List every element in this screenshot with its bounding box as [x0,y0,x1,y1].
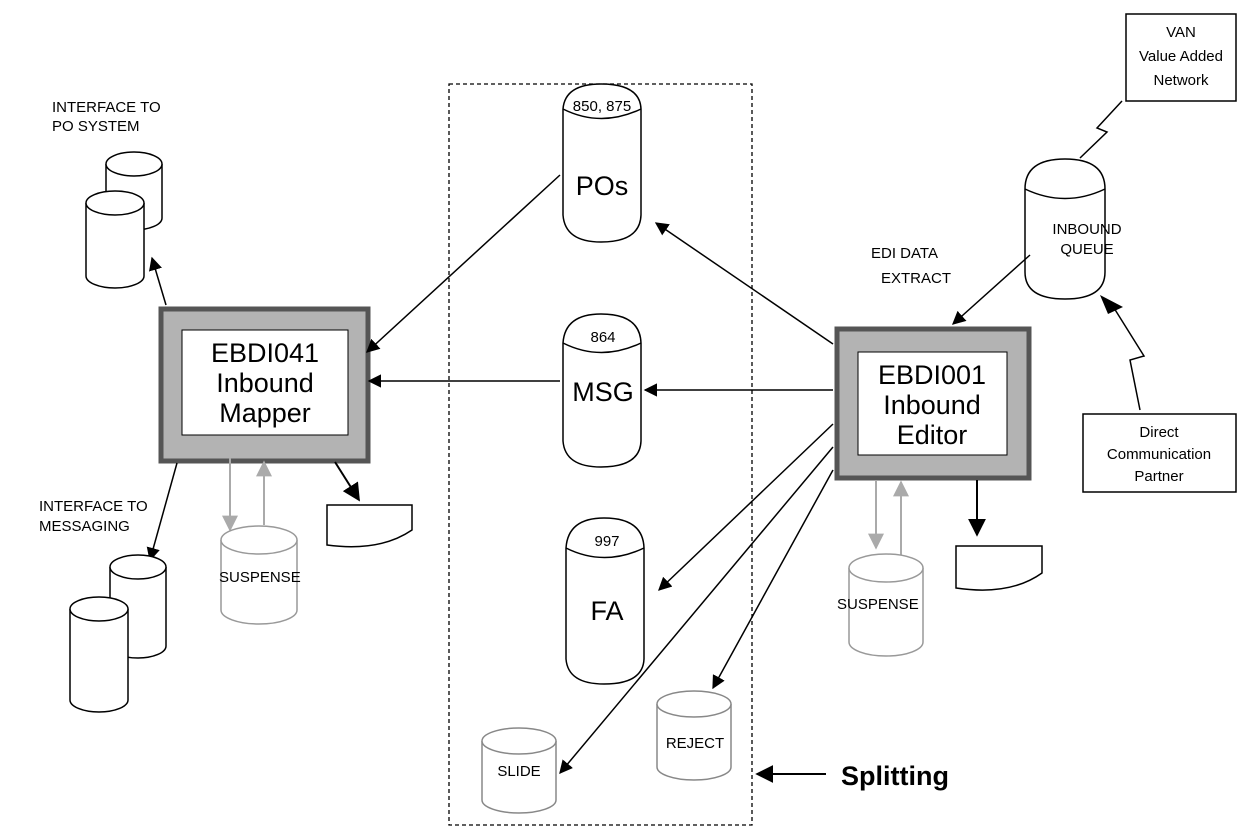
arrow-editor-to-fa [658,423,834,591]
van-line1: VAN [1166,24,1196,41]
arrow-mapper-to-po-system [148,256,167,306]
msg-name: MSG [572,377,634,407]
suspense-right-database [848,553,924,657]
msg-code: 864 [590,329,615,346]
suspense-left-database [220,525,298,625]
van-line3: Network [1153,72,1209,89]
van-line2: Value Added [1139,48,1223,65]
interface-po-label-line2: PO SYSTEM [52,118,140,135]
fa-code: 997 [594,533,619,550]
arrow-mapper-to-messaging [146,462,178,562]
messaging-database [69,554,167,713]
splitting-boundary [448,83,753,826]
arrow-pos-to-mapper [366,174,561,353]
pos-name: POs [576,171,629,201]
inbound-queue-line1: INBOUND [1052,221,1121,238]
splitting-label: Splitting [841,761,949,791]
editor-line1: EBDI001 [878,360,986,390]
van-to-queue-link [1079,100,1123,159]
editor-line3: Editor [897,420,968,450]
van-box: VAN Value Added Network [1125,13,1237,102]
suspense-right-label: SUSPENSE [837,596,919,613]
interface-msg-label-line2: MESSAGING [39,518,130,535]
report-left-document [326,504,413,548]
arrow-editor-to-slide [559,446,834,775]
inbound-editor-box: EBDI001 Inbound Editor [834,326,1032,481]
po-system-database [85,151,163,289]
slide-datastore [481,727,557,814]
pos-datastore [562,83,642,243]
reject-label: REJECT [666,735,724,752]
slide-label: SLIDE [497,763,540,780]
partner-to-queue-arrowhead [1100,295,1123,314]
msg-datastore [562,313,642,468]
suspense-left-label: SUSPENSE [219,569,301,586]
fa-name: FA [590,596,623,626]
mapper-line1: EBDI041 [211,338,319,368]
arrow-editor-to-reject [712,469,834,690]
mapper-line3: Mapper [219,398,311,428]
edi-extract-line1: EDI DATA [871,245,938,262]
interface-po-label-line1: INTERFACE TO [52,99,161,116]
inbound-queue-line2: QUEUE [1060,241,1113,258]
inbound-mapper-box: EBDI041 Inbound Mapper [158,306,371,464]
arrow-mapper-to-report-left [334,461,360,502]
inbound-queue-datastore [1024,158,1106,300]
edi-extract-line2: EXTRACT [881,270,951,287]
partner-to-queue-link [1113,307,1146,411]
pos-code: 850, 875 [573,98,631,115]
direct-line2: Communication [1107,446,1211,463]
report-right-document [955,545,1043,591]
reject-datastore [656,690,732,781]
arrow-queue-to-editor [951,254,1031,325]
direct-line3: Partner [1134,468,1183,485]
interface-msg-label-line1: INTERFACE TO [39,498,148,515]
mapper-line2: Inbound [216,368,314,398]
fa-datastore [565,517,645,685]
direct-partner-box: Direct Communication Partner [1082,413,1237,493]
arrow-editor-to-pos [654,222,834,345]
direct-line1: Direct [1139,424,1179,441]
editor-line2: Inbound [883,390,981,420]
